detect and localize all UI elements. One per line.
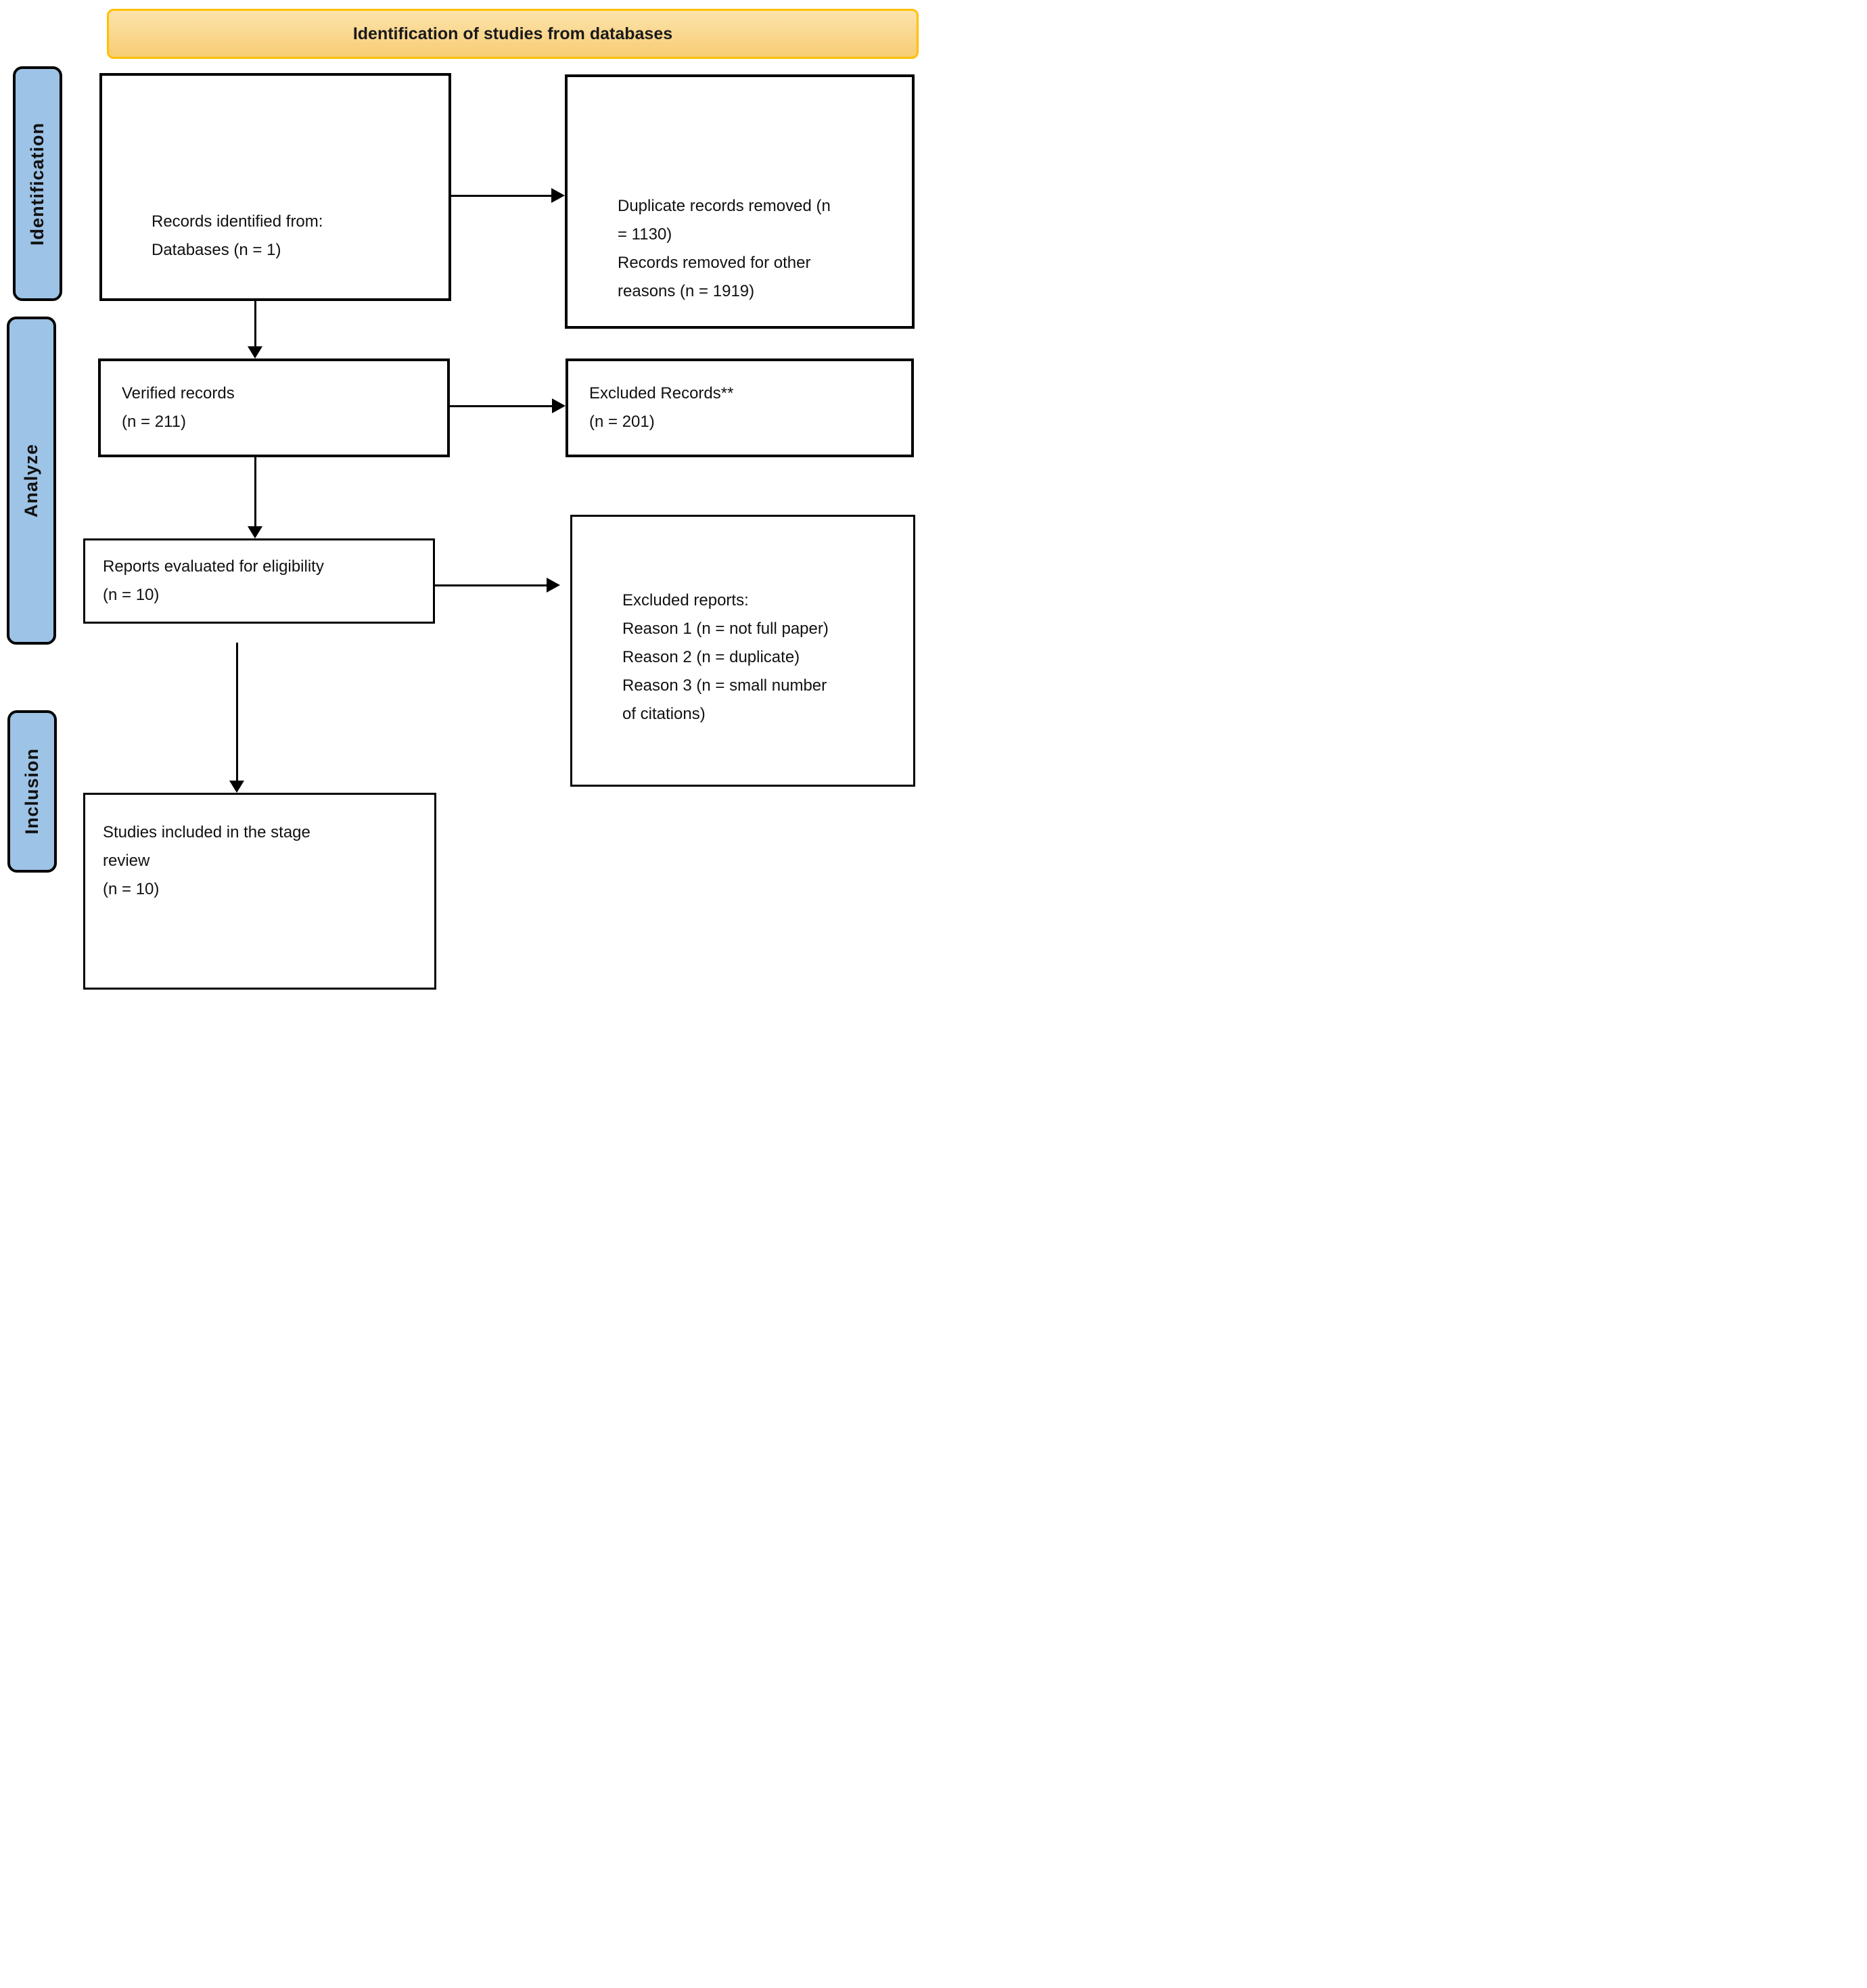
arrow-records-to-duplicates-icon: [451, 188, 565, 203]
studies-included-text: Studies included in the stage review (n …: [103, 823, 310, 898]
arrow-verified-to-excluded-records-icon: [450, 398, 566, 413]
duplicate-records-removed-box: Duplicate records removed (n = 1130) Rec…: [565, 74, 915, 329]
stage-label-identification: Identification: [27, 122, 47, 246]
arrow-records-to-verified-icon: [248, 301, 262, 359]
studies-included-box: Studies included in the stage review (n …: [83, 793, 436, 990]
stage-tab-identification: Identification: [13, 66, 62, 301]
excluded-reports-box: Excluded reports: Reason 1 (n = not full…: [570, 515, 915, 787]
excluded-records-box: Excluded Records** (n = 201): [566, 359, 914, 457]
stage-tab-inclusion: Inclusion: [7, 710, 57, 873]
title-banner-label: Identification of studies from databases: [352, 24, 673, 43]
verified-records-text: Verified records (n = 211): [122, 384, 235, 431]
verified-records-box: Verified records (n = 211): [98, 359, 450, 457]
excluded-records-text: Excluded Records** (n = 201): [589, 384, 734, 431]
reports-evaluated-text: Reports evaluated for eligibility (n = 1…: [103, 557, 324, 604]
stage-label-analyze: Analyze: [21, 443, 41, 518]
records-identified-box: Records identified from: Databases (n = …: [99, 73, 451, 301]
duplicate-records-removed-text: Duplicate records removed (n = 1130) Rec…: [618, 197, 831, 300]
records-identified-text: Records identified from: Databases (n = …: [152, 212, 323, 259]
title-banner: Identification of studies from databases: [107, 9, 919, 59]
excluded-reports-text: Excluded reports: Reason 1 (n = not full…: [622, 591, 829, 723]
arrow-reports-to-studies-icon: [229, 643, 244, 793]
stage-label-inclusion: Inclusion: [22, 748, 42, 835]
reports-evaluated-box: Reports evaluated for eligibility (n = 1…: [83, 538, 435, 624]
arrow-verified-to-reports-icon: [248, 457, 262, 538]
stage-tab-analyze: Analyze: [7, 317, 56, 645]
arrow-reports-to-excluded-reports-icon: [435, 578, 560, 593]
prisma-flow-diagram: Identification of studies from databases…: [0, 0, 934, 994]
